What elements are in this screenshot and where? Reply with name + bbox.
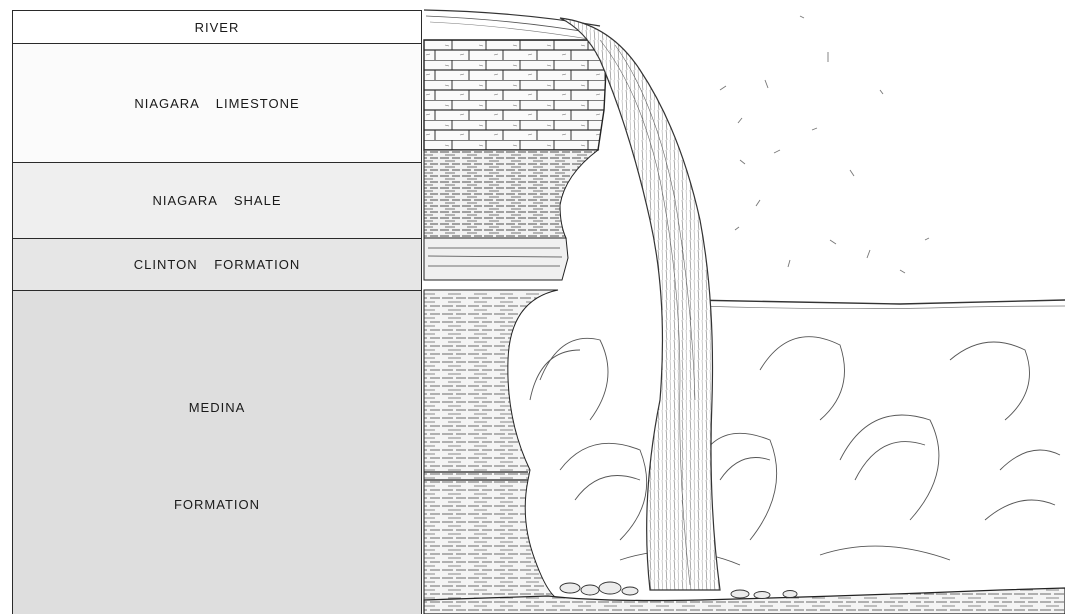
- label-niagara-limestone: NIAGARA LIMESTONE: [134, 96, 299, 111]
- label-clinton-formation: CLINTON FORMATION: [134, 257, 300, 272]
- label-formation: FORMATION: [174, 497, 260, 512]
- limestone-cliff: [424, 40, 606, 150]
- stratum-clinton-formation: CLINTON FORMATION: [13, 239, 421, 291]
- label-medina: MEDINA: [189, 400, 246, 415]
- spray: [720, 16, 929, 273]
- strata-column: RIVER NIAGARA LIMESTONE NIAGARA SHALE CL…: [12, 10, 422, 614]
- stratum-river: RIVER: [13, 11, 421, 44]
- medina-layer: [424, 290, 560, 600]
- stratum-niagara-shale: NIAGARA SHALE: [13, 163, 421, 239]
- label-niagara-shale: NIAGARA SHALE: [152, 193, 281, 208]
- clinton-layer: [424, 238, 568, 280]
- stratum-niagara-limestone: NIAGARA LIMESTONE: [13, 44, 421, 163]
- eddies: [530, 337, 1060, 565]
- label-river: RIVER: [195, 20, 240, 35]
- shale-layer: [424, 150, 598, 238]
- stratum-medina-formation: MEDINA FORMATION: [13, 291, 421, 614]
- pool-surface: [690, 300, 1065, 309]
